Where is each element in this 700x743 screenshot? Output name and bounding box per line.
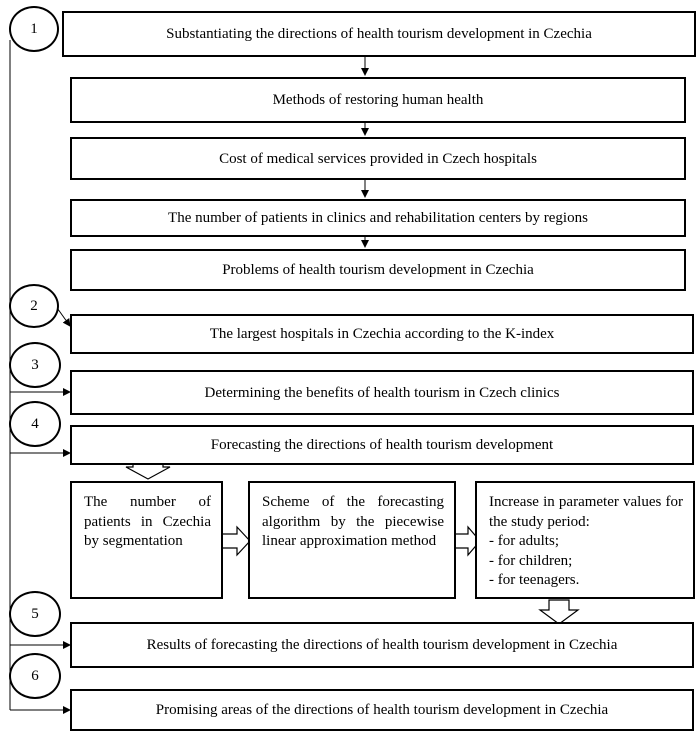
block-arrow-down-1 xyxy=(125,462,171,480)
sub-box-scheme: Scheme of the forecasting algorithm by t… xyxy=(248,481,456,599)
step-box-methods: Methods of restoring human health xyxy=(70,77,686,123)
step-box-patients-regions: The number of patients in clinics and re… xyxy=(70,199,686,237)
step-number-circle-4: 4 xyxy=(9,401,61,447)
step-number-circle-5: 5 xyxy=(9,591,61,637)
block-arrow-down-2 xyxy=(538,599,580,625)
block-arrow-right-2 xyxy=(454,525,481,557)
increase-item-teenagers: - for teenagers. xyxy=(489,572,580,588)
step-box-promising: Promising areas of the directions of hea… xyxy=(70,689,694,731)
step-box-largest-hospitals: The largest hospitals in Czechia accordi… xyxy=(70,314,694,354)
increase-item-adults: - for adults; xyxy=(489,533,559,549)
step-box-forecasting: Forecasting the directions of health tou… xyxy=(70,425,694,465)
sub-box-increase: Increase in parameter values for the stu… xyxy=(475,481,695,599)
block-arrow-right-1 xyxy=(221,525,251,557)
step-box-results: Results of forecasting the directions of… xyxy=(70,622,694,668)
step-box-substantiating: Substantiating the directions of health … xyxy=(62,11,696,57)
step-box-problems: Problems of health tourism development i… xyxy=(70,249,686,291)
step-number-circle-2: 2 xyxy=(9,284,59,328)
step-box-benefits: Determining the benefits of health touri… xyxy=(70,370,694,415)
step-box-cost: Cost of medical services provided in Cze… xyxy=(70,137,686,180)
sub-box-patients-segmentation: The number of patients in Czechia by seg… xyxy=(70,481,223,599)
increase-item-children: - for children; xyxy=(489,552,573,569)
step-number-circle-1: 1 xyxy=(9,6,59,52)
step-number-circle-6: 6 xyxy=(9,653,61,699)
step-number-circle-3: 3 xyxy=(9,342,61,388)
